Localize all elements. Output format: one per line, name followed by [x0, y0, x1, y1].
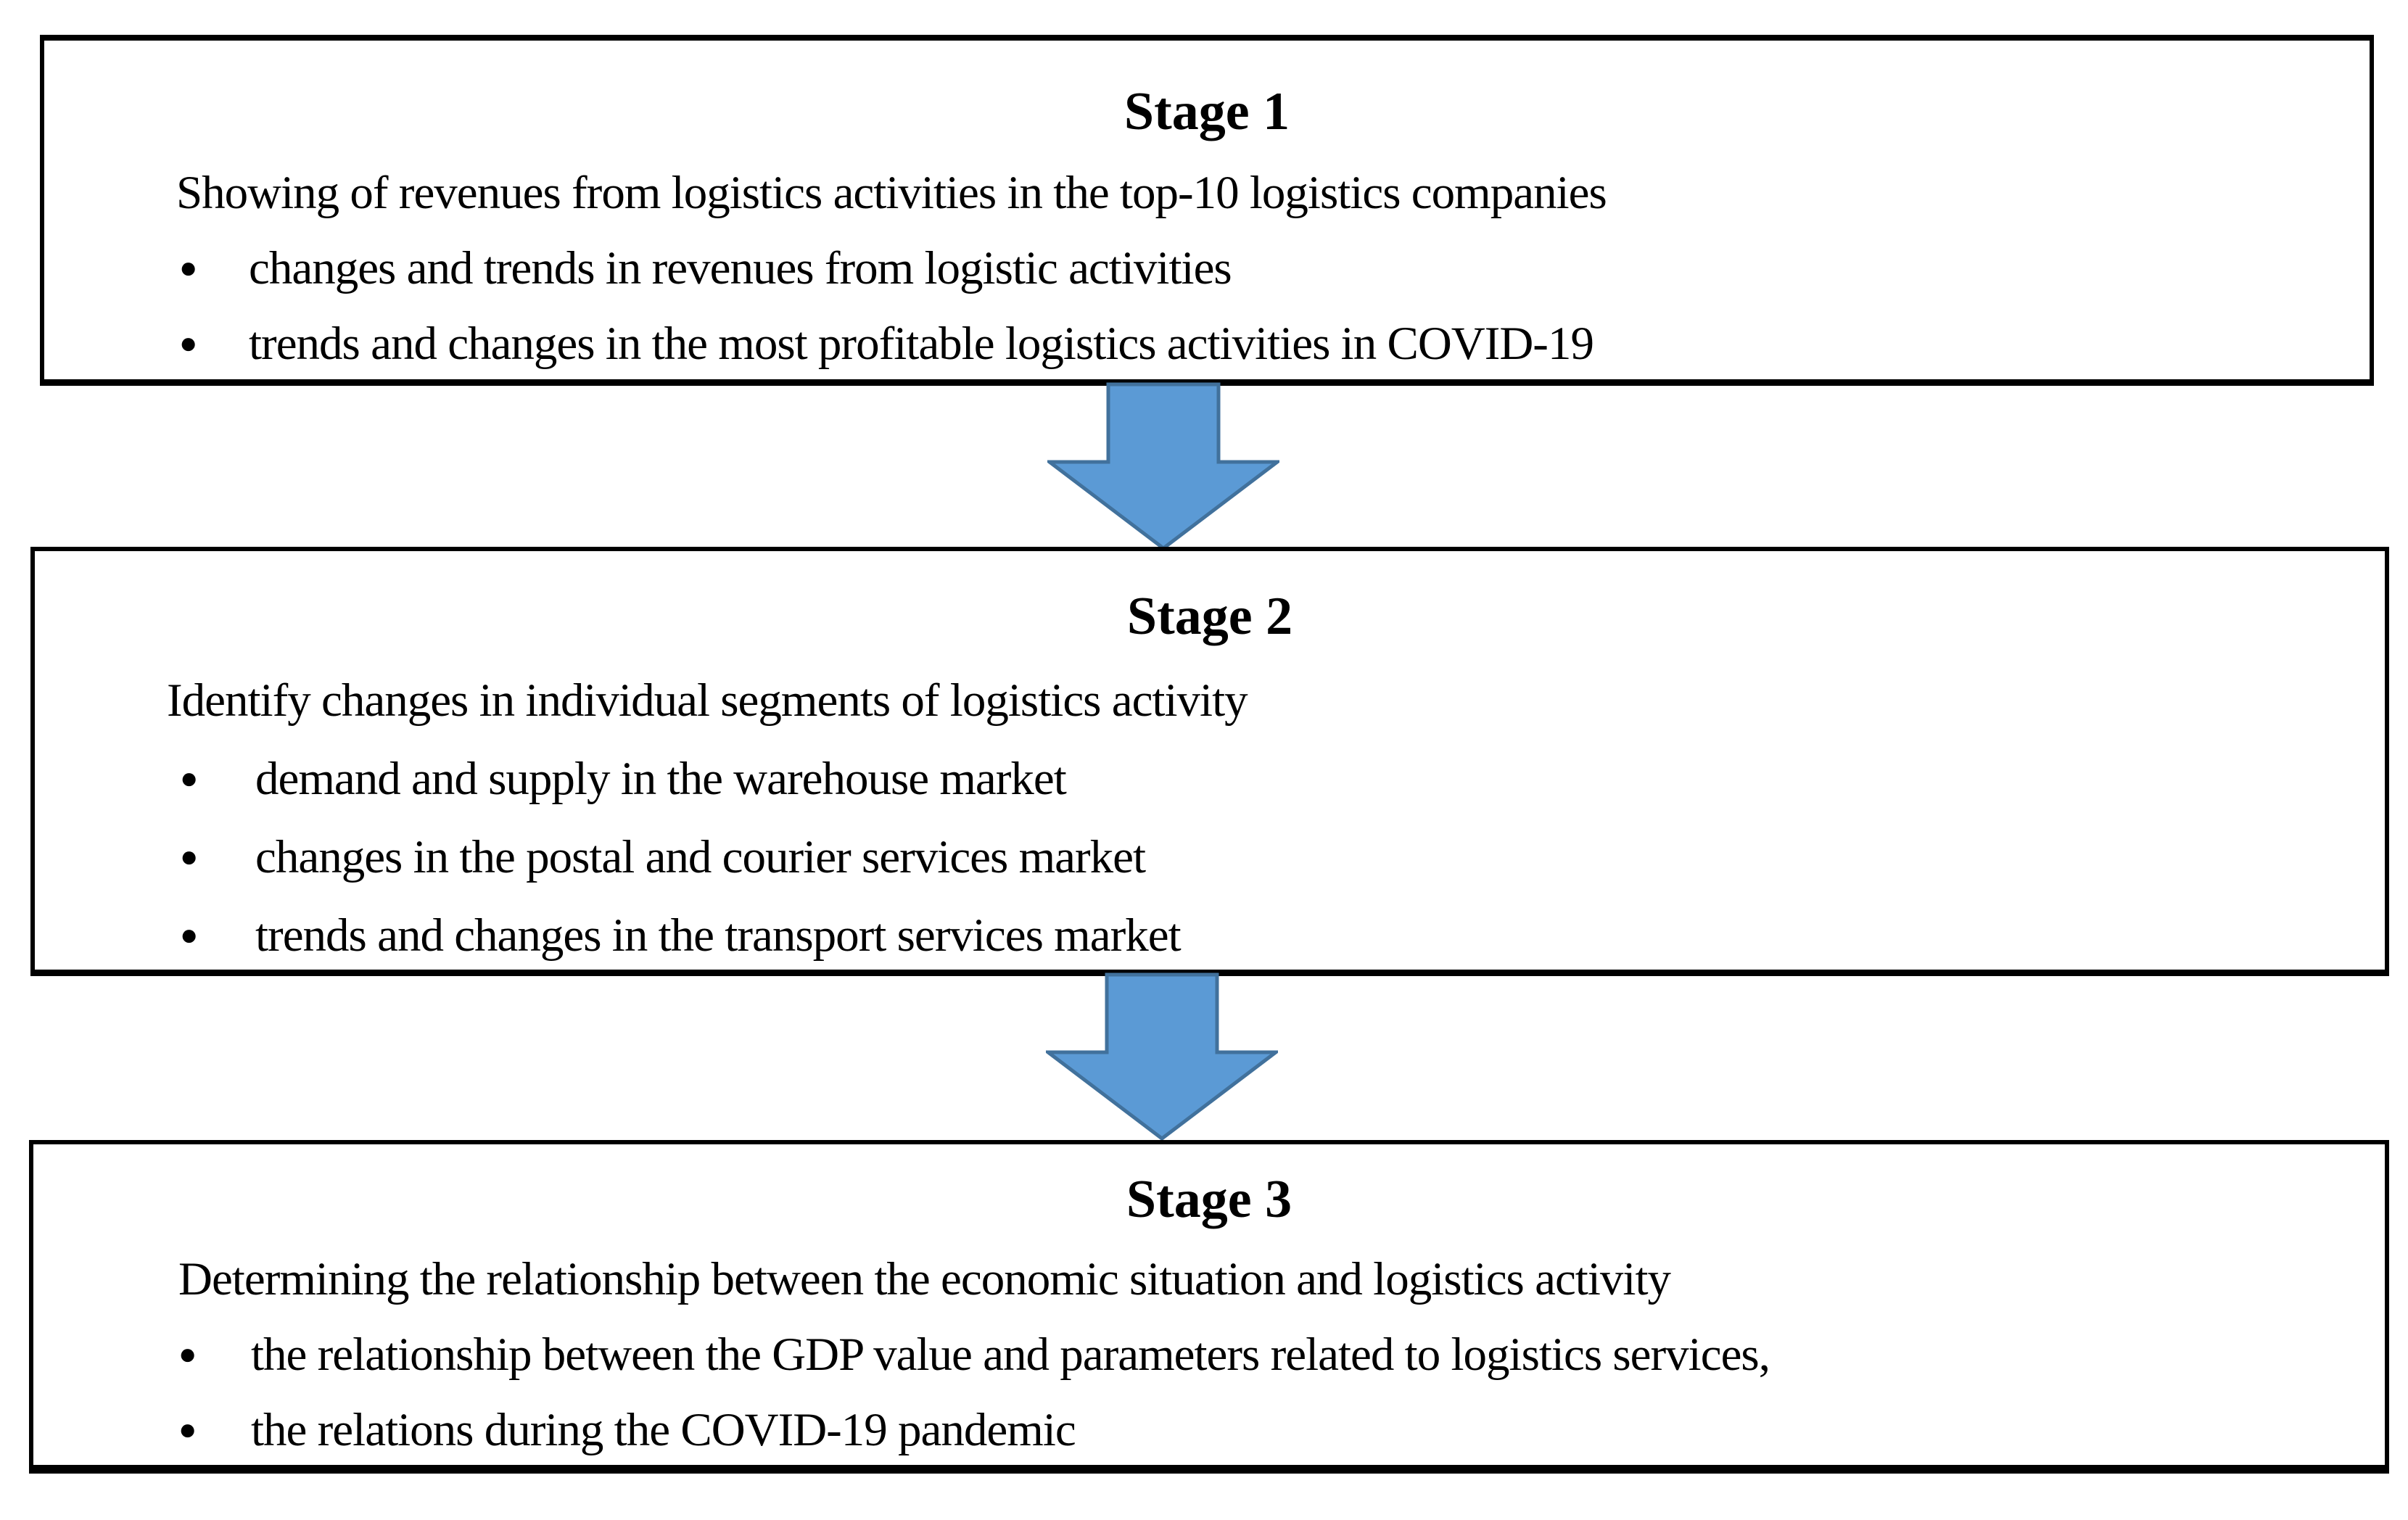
down-arrow-icon	[1047, 382, 1279, 550]
bullet-dot-icon: ●	[180, 919, 199, 952]
stage-1-bullet-list: ● changes and trends in revenues from lo…	[44, 234, 2370, 379]
stage-3-bullet-1-text: the relationship between the GDP value a…	[251, 1329, 1770, 1381]
down-arrow-icon	[1046, 972, 1278, 1141]
stage-2-bullet-2: ● changes in the postal and courier serv…	[35, 822, 2385, 892]
stage-3-intro: Determining the relationship between the…	[178, 1253, 1671, 1305]
stage-3-title: Stage 3	[1126, 1170, 1292, 1229]
stage-2-bullet-3-text: trends and changes in the transport serv…	[255, 909, 1182, 962]
stage-1-title: Stage 1	[1123, 82, 1290, 141]
bullet-dot-icon: ●	[180, 762, 199, 796]
bullet-dot-icon: ●	[179, 252, 198, 285]
down-arrow-shape	[1047, 382, 1279, 550]
stage-3-bullet-2: ● the relations during the COVID-19 pand…	[33, 1395, 2385, 1465]
stage-2-intro: Identify changes in individual segments …	[167, 674, 1248, 727]
stage-1-bullet-2: ● trends and changes in the most profita…	[44, 309, 2370, 379]
stage-3-bullet-2-text: the relations during the COVID-19 pandem…	[251, 1404, 1076, 1456]
stage-3-bullet-list: ● the relationship between the GDP value…	[33, 1320, 2385, 1465]
down-arrow-shape	[1046, 972, 1278, 1141]
stage-2-bullet-list: ● demand and supply in the warehouse mar…	[35, 744, 2385, 970]
stage-2-title: Stage 2	[1126, 587, 1293, 646]
bullet-dot-icon: ●	[178, 1338, 197, 1371]
stage-3-box: Stage 3 Determining the relationship bet…	[29, 1140, 2389, 1474]
stage-2-bullet-1-text: demand and supply in the warehouse marke…	[255, 753, 1067, 805]
stage-2-bullet-2-text: changes in the postal and courier servic…	[255, 831, 1146, 883]
stage-1-bullet-1: ● changes and trends in revenues from lo…	[44, 234, 2370, 303]
stage-1-bullet-1-text: changes and trends in revenues from logi…	[249, 242, 1232, 294]
stage-2-bullet-1: ● demand and supply in the warehouse mar…	[35, 744, 2385, 814]
stage-1-intro: Showing of revenues from logistics activ…	[176, 167, 1607, 219]
stage-2-box: Stage 2 Identify changes in individual s…	[30, 547, 2389, 976]
stage-1-box: Stage 1 Showing of revenues from logisti…	[40, 35, 2374, 386]
stage-3-bullet-1: ● the relationship between the GDP value…	[33, 1320, 2385, 1389]
bullet-dot-icon: ●	[179, 327, 198, 360]
stage-2-bullet-3: ● trends and changes in the transport se…	[35, 901, 2385, 970]
bullet-dot-icon: ●	[180, 840, 199, 874]
stage-1-bullet-2-text: trends and changes in the most profitabl…	[249, 318, 1594, 370]
bullet-dot-icon: ●	[178, 1413, 197, 1447]
